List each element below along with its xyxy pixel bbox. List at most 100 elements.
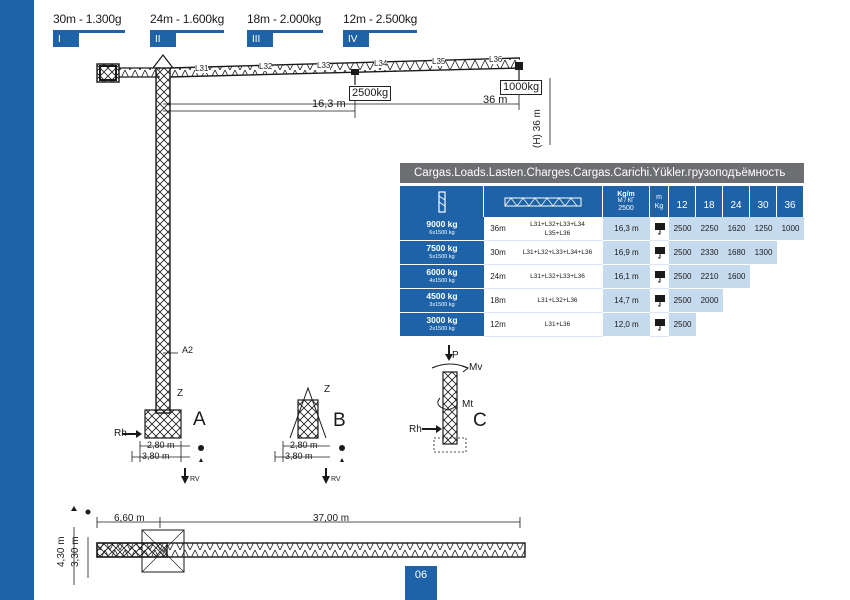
mv-label: Mv [469, 362, 483, 373]
base-letter: A [193, 409, 206, 430]
jib-length-total: 37,00 m [313, 513, 350, 524]
jib-sections: L31+L32+L33+L34+L36 [512, 241, 603, 265]
dim-b: 3,80 m [285, 451, 313, 461]
load-value: 2500 [669, 313, 696, 337]
kgm-label: Kg/m [617, 191, 635, 198]
jib [169, 57, 521, 78]
base-letter: B [333, 410, 346, 431]
mast-label: A2 [182, 345, 194, 355]
jib-length: 18m [484, 289, 512, 313]
load-value: 1250 [750, 217, 777, 241]
table-title: Cargas.Loads.Lasten.Charges.Cargas.Caric… [400, 163, 804, 183]
height-label: (H) 36 m [532, 109, 543, 148]
capacity-underline [343, 30, 417, 33]
hook-icon [650, 217, 669, 241]
jib-section-label: L34 [374, 59, 388, 68]
load-value: 2500 [669, 265, 696, 289]
dimension-lines [163, 78, 551, 145]
side-bar [0, 0, 34, 600]
load-value: 1000 [777, 217, 804, 241]
rh-label: Rh [114, 428, 127, 439]
kgm-header: Kg/m M / КГ 2500 [603, 186, 650, 217]
jib-length: 24m [484, 265, 512, 289]
base-c [422, 345, 470, 453]
radius-header: 30 [750, 186, 777, 217]
radius-header: 12 [669, 186, 696, 217]
radius-header: 18 [696, 186, 723, 217]
capacity-underline [53, 30, 125, 33]
reach-value: 12,0 m [603, 313, 650, 337]
hook-icon [650, 313, 669, 337]
hook-icon [650, 289, 669, 313]
load-value: 2500 [669, 217, 696, 241]
hook-near [351, 69, 359, 85]
hook-icon [650, 265, 669, 289]
dim-b: 3,80 m [142, 451, 170, 461]
dist-near-label: 16,3 m [312, 98, 346, 110]
jib-sections: L31+L32+L33+L34 L35+L36 [512, 217, 603, 241]
jib-section-label: L35 [432, 57, 446, 66]
page-number: 06 [405, 566, 437, 600]
reach-value: 16,3 m [603, 217, 650, 241]
jib-sections: L31+L32+L36 [512, 289, 603, 313]
capacity-label: 18m - 2.000kg [247, 12, 322, 26]
load-value: 2500 [669, 241, 696, 265]
capacity-underline [150, 30, 224, 33]
jib-section-label: L33 [317, 61, 331, 70]
capacity-label: 12m - 2.500kg [343, 12, 418, 26]
load-near-box: 2500kg [349, 86, 392, 101]
jib-sections: L31+L36 [512, 313, 603, 337]
load-value: 1600 [723, 265, 750, 289]
kgm-ru-label: M / КГ [617, 198, 635, 204]
load-value: 1680 [723, 241, 750, 265]
load-value: 1620 [723, 217, 750, 241]
base-letter: C [473, 410, 487, 431]
load-value: 1300 [750, 241, 777, 265]
reach-value: 16,1 m [603, 265, 650, 289]
dist-tip-label: 36 m [483, 94, 508, 106]
jib-length: 12m [484, 313, 512, 337]
m-kg-header: m Kg [650, 186, 669, 217]
base-a [122, 409, 204, 484]
dim-a: 2,80 m [290, 440, 318, 450]
load-value: 2000 [696, 289, 723, 313]
hook-icon [650, 241, 669, 265]
rv-label: RV [331, 476, 341, 483]
reach-value: 16,9 m [603, 241, 650, 265]
roman-badge: I [53, 33, 79, 47]
load-tip-box: 1000kg [500, 80, 543, 95]
counter-jib [119, 67, 160, 78]
p-label: P [452, 350, 459, 361]
roman-badge: III [247, 33, 273, 47]
radius-header: 24 [723, 186, 750, 217]
counter-length: 6,60 m [114, 513, 145, 524]
jib-section-label: L31 [195, 64, 209, 73]
load-value: 2330 [696, 241, 723, 265]
jib-header-icon [484, 186, 603, 217]
jib-length: 36m [484, 217, 512, 241]
load-value: 2210 [696, 265, 723, 289]
hook-header-icon [400, 186, 484, 217]
hook-tip [515, 62, 523, 80]
reach-value: 14,7 m [603, 289, 650, 313]
capacity-label: 30m - 1.300g [53, 12, 122, 26]
kg-label: Kg [654, 202, 664, 210]
counterweight [96, 63, 120, 83]
z-label: Z [177, 388, 184, 399]
load-value: 2500 [669, 289, 696, 313]
m-label: m [656, 193, 662, 201]
roman-badge: II [150, 33, 176, 47]
base-b [274, 386, 345, 484]
radius-header: 36 [777, 186, 804, 217]
jib-section-label: L36 [489, 55, 503, 64]
jib-sections: L31+L32+L33+L36 [512, 265, 603, 289]
z-label: Z [324, 384, 331, 395]
jib-section-label: L32 [259, 62, 273, 71]
mt-label: Mt [462, 399, 474, 410]
plan-view [71, 506, 526, 585]
